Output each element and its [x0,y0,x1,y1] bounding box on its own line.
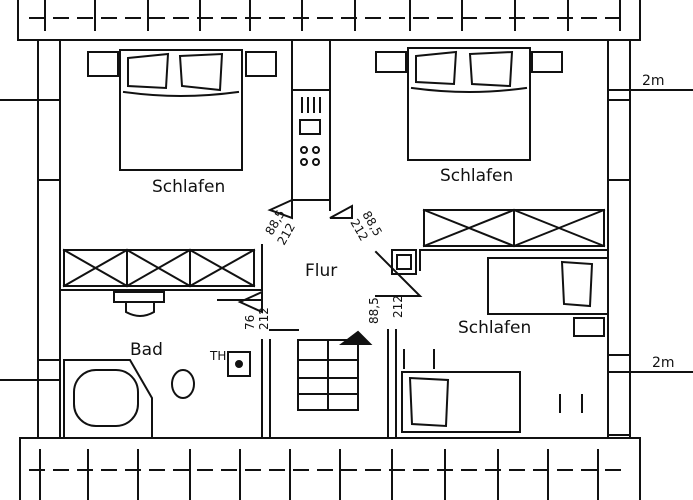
room-label-bath: Bad [130,340,163,360]
room-label-bedroom-top-right: Schlafen [440,166,513,186]
dim-door-bath-b: 212 [257,307,271,330]
bathtub [63,359,153,439]
room-label-bedroom-top-left: Schlafen [152,177,225,197]
dim-door-bath-a: 76 [243,315,257,330]
bed-lower-right-a [487,257,609,337]
bed-top-right [375,47,563,161]
room-label-hall: Flur [305,261,337,281]
bath-washbasin [113,291,165,317]
scale-mark-upper: 2m [642,73,665,89]
bed-top-left [87,49,277,171]
hall-sink [391,249,417,275]
roof-band-top [17,0,641,41]
wardrobe-left [62,248,256,288]
bath-th-mark: TH [209,349,226,363]
dim-door-bed-lower-b: 212 [391,295,405,318]
bath-towel-heater [227,351,251,377]
bed-lower-right-b [401,349,583,433]
door-swings [217,198,423,331]
wardrobe-right [422,208,606,248]
dim-door-bed-lower-a: 88,5 [367,297,381,324]
bath-toilet [171,369,195,399]
scale-mark-lower: 2m [652,355,675,371]
scale-lines [0,89,693,381]
roof-band-bottom [19,437,641,500]
stairs [297,330,373,411]
kitchen-unit [291,89,331,201]
room-label-bedroom-lower-right: Schlafen [458,318,531,338]
outer-walls [37,39,631,439]
